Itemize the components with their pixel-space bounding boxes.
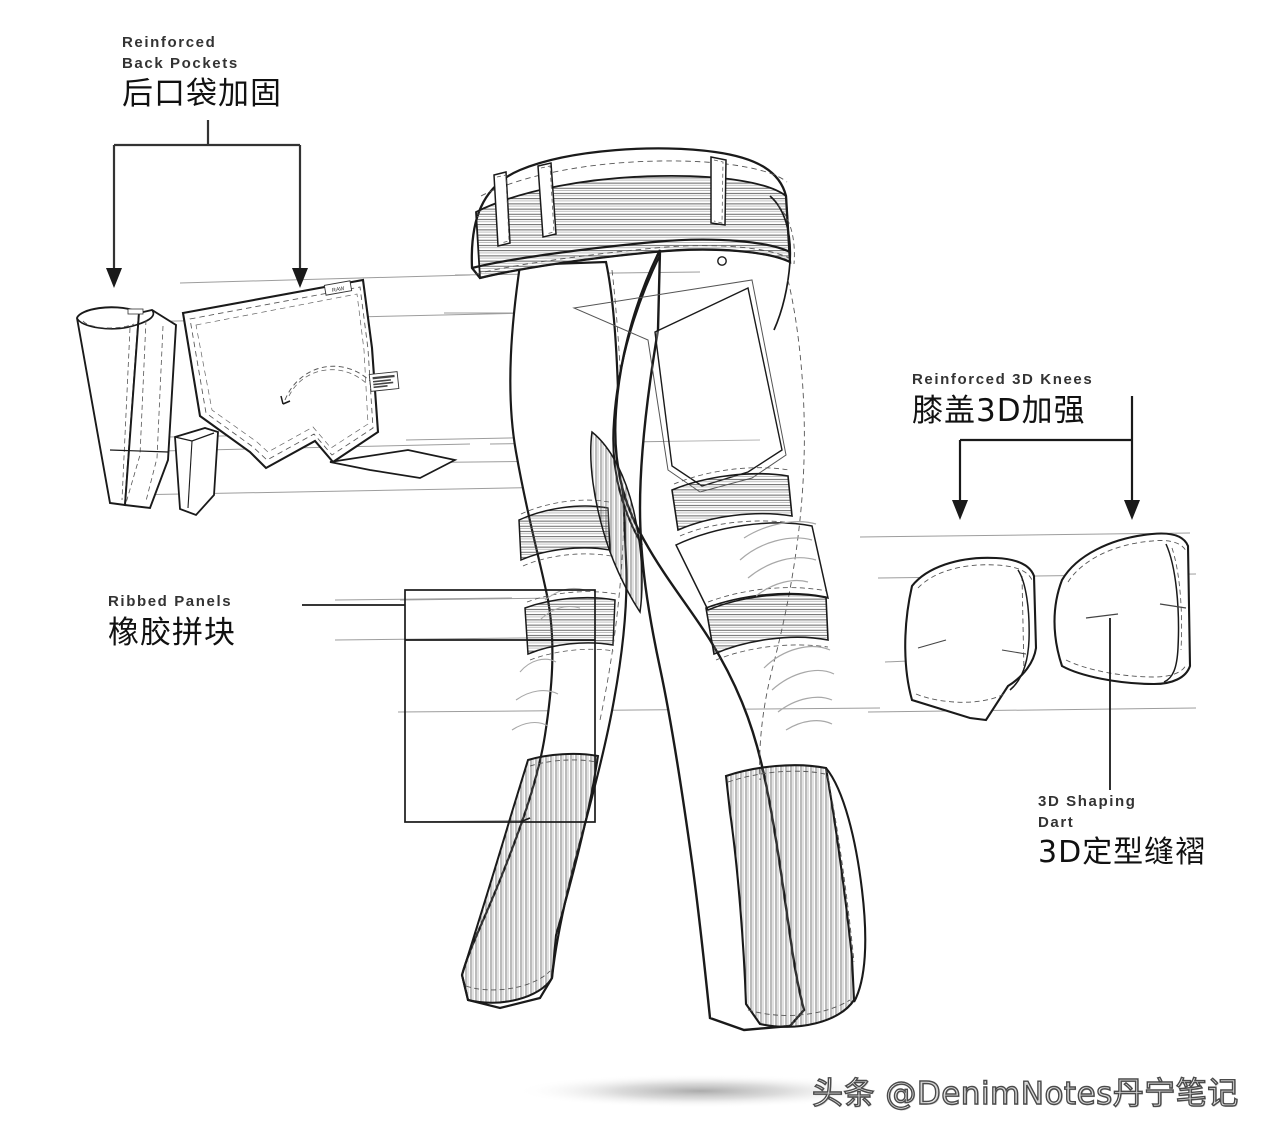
callout-back-pockets-english: Reinforced Back Pockets xyxy=(122,34,239,72)
leader-ribbed-panels xyxy=(302,589,596,823)
callout-back-pockets: Reinforced Back Pockets 后口袋加固 xyxy=(122,33,282,114)
ground-shadow xyxy=(515,1074,885,1108)
belt-loops xyxy=(493,156,727,247)
detached-pocket-facing xyxy=(174,427,219,517)
callout-shaping-dart-chinese: 3D定型缝褶 xyxy=(1038,835,1207,871)
callout-shaping-dart-english: 3D Shaping Dart xyxy=(1038,793,1137,831)
callout-reinforced-knees: Reinforced 3D Knees 膝盖3D加强 xyxy=(912,370,1093,430)
callout-shaping-dart: 3D Shaping Dart 3D定型缝褶 xyxy=(1038,792,1206,871)
detached-cuff-panel xyxy=(76,306,177,510)
jeans-front-leg xyxy=(572,249,867,1032)
crotch-rib-panel xyxy=(590,430,643,615)
detached-knee-panel-left xyxy=(904,556,1038,722)
detached-knee-panel-right xyxy=(1053,532,1192,686)
arrow-head-icon xyxy=(1124,500,1140,520)
callout-back-pockets-chinese: 后口袋加固 xyxy=(122,76,282,113)
jeans-back-leg xyxy=(460,260,628,1010)
callout-ribbed-panels-chinese: 橡胶拼块 xyxy=(108,614,236,651)
arrow-head-icon xyxy=(106,268,122,288)
leader-knees xyxy=(958,396,1134,500)
jeans-waistband xyxy=(470,147,795,331)
callout-reinforced-knees-chinese: 膝盖3D加强 xyxy=(912,392,1086,429)
back-patch-pocket xyxy=(572,279,787,493)
brand-tab-icon: RAW xyxy=(323,280,353,296)
watermark: 头条 @DenimNotes丹宁笔记 xyxy=(811,1075,1239,1112)
callout-reinforced-knees-english: Reinforced 3D Knees xyxy=(912,371,1094,388)
arrow-head-icon xyxy=(292,268,308,288)
leader-back-pockets xyxy=(112,120,302,268)
patch-label-icon xyxy=(368,371,400,392)
callout-ribbed-panels-english: Ribbed Panels xyxy=(108,593,233,610)
detached-back-pocket-panel: RAW xyxy=(181,278,458,479)
arrow-head-icon xyxy=(952,500,968,520)
callout-ribbed-panels: Ribbed Panels 橡胶拼块 xyxy=(108,592,236,652)
svg-text:RAW: RAW xyxy=(332,286,346,294)
